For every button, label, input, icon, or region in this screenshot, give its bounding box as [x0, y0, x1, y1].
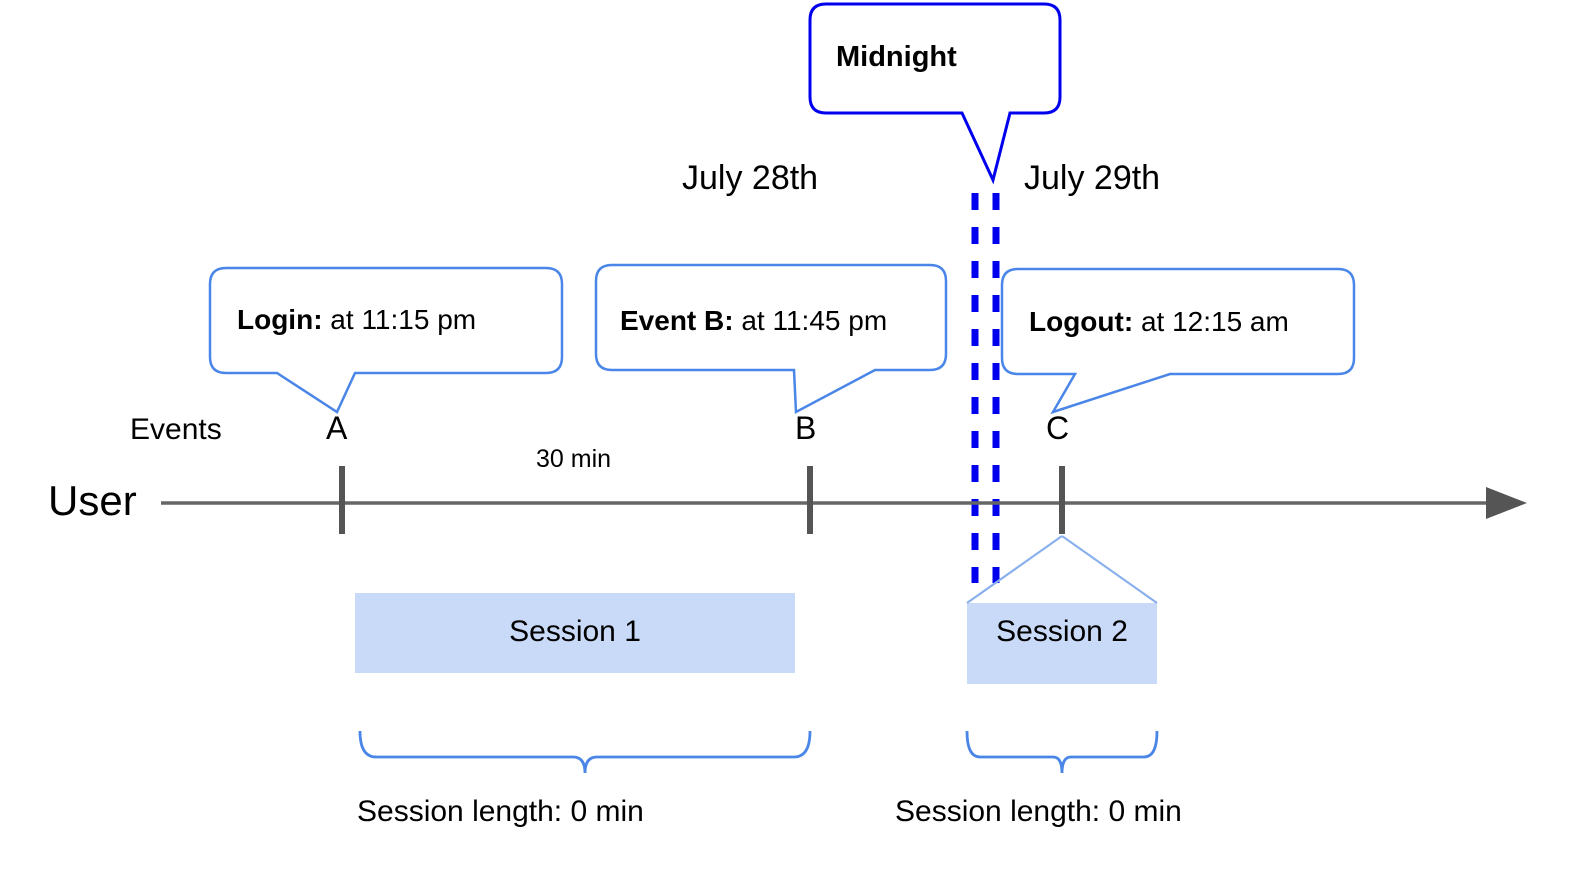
- login-callout-rest: at 11:15 pm: [322, 304, 477, 335]
- session-1-length-label: Session length: 0 min: [357, 795, 644, 828]
- login-callout-text: Login: at 11:15 pm: [237, 306, 476, 334]
- login-callout-shape: [208, 266, 564, 414]
- event-b-callout-shape: [594, 263, 948, 415]
- session-2-brace: [965, 730, 1159, 774]
- login-callout-bold: Login:: [237, 304, 323, 335]
- session-1-label: Session 1: [509, 615, 641, 648]
- event-b-callout-rest: at 11:45 pm: [733, 305, 888, 336]
- gap-duration-label: 30 min: [536, 445, 612, 473]
- session-2-label: Session 2: [996, 615, 1128, 648]
- logout-callout-rest: at 12:15 am: [1133, 306, 1289, 337]
- user-axis-label: User: [48, 477, 137, 524]
- events-axis-label: Events: [130, 413, 222, 446]
- midnight-label: Midnight: [836, 41, 957, 73]
- session-2-connector-right: [1061, 535, 1158, 604]
- login-callout: [208, 266, 564, 414]
- event-b-callout: [594, 263, 948, 415]
- logout-callout-shape: [1000, 267, 1356, 415]
- event-ticks: [339, 466, 1065, 534]
- logout-callout-bold: Logout:: [1029, 306, 1134, 337]
- tick-label-a: A: [326, 410, 348, 446]
- midnight-callout: [808, 2, 1062, 185]
- session-2-length-label: Session length: 0 min: [895, 795, 1182, 828]
- logout-callout-text: Logout: at 12:15 am: [1029, 308, 1289, 336]
- midnight-dashed-lines: [971, 193, 1000, 583]
- session-2-connector-left: [966, 535, 1063, 604]
- event-b-callout-text: Event B: at 11:45 pm: [620, 307, 887, 335]
- tick-label-c: C: [1046, 410, 1070, 446]
- session-1-brace: [358, 730, 812, 774]
- session-2-bar: [967, 603, 1157, 684]
- session-1-bar: [355, 593, 795, 673]
- date-label-left: July 28th: [682, 159, 819, 197]
- axis-arrowhead: [1486, 487, 1527, 519]
- timeline-axis: [161, 487, 1527, 519]
- date-label-right: July 29th: [1024, 159, 1161, 197]
- event-b-callout-bold: Event B:: [620, 305, 734, 336]
- logout-callout: [1000, 267, 1356, 415]
- session-2-connector: [966, 535, 1158, 604]
- midnight-callout-shape: [808, 2, 1062, 185]
- tick-label-b: B: [795, 410, 817, 446]
